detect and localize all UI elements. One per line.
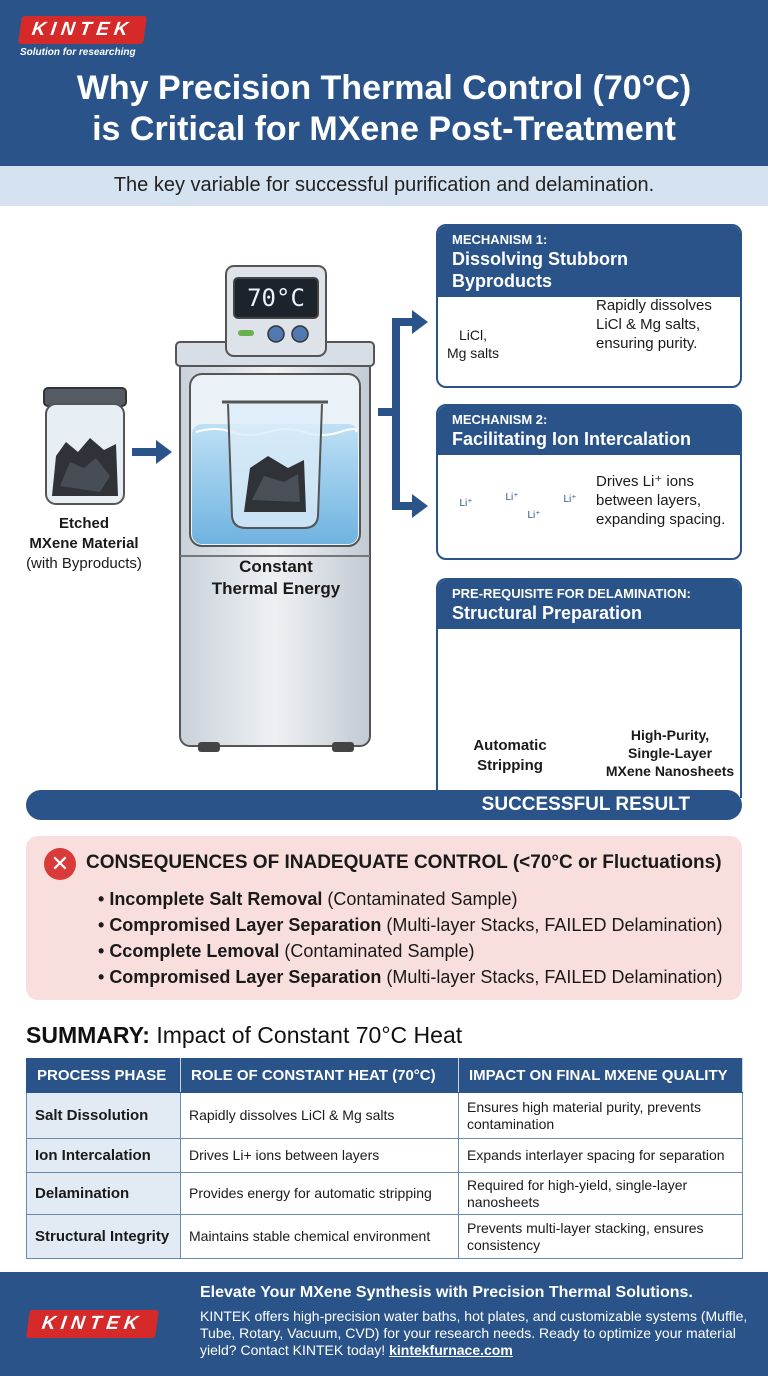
mechanism-1-card: MECHANISM 1: Dissolving Stubborn Byprodu… <box>436 224 742 388</box>
summary-table: PROCESS PHASE ROLE OF CONSTANT HEAT (70°… <box>26 1058 743 1259</box>
list-item: Ccomplete Lemoval (Contaminated Sample) <box>98 938 723 964</box>
mechanism-2-description: Drives Li⁺ ions between layers, expandin… <box>596 473 726 528</box>
table-row: Structural Integrity Maintains stable ch… <box>26 1214 743 1259</box>
mxene-jar-icon <box>43 387 127 505</box>
bath-label: Constant Thermal Energy <box>211 557 341 598</box>
column-header: PROCESS PHASE <box>26 1058 181 1093</box>
list-item: Incomplete Salt Removal (Contaminated Sa… <box>98 886 723 912</box>
website-link[interactable]: kintekfurnace.com <box>389 1342 513 1358</box>
page-title: Why Precision Thermal Control (70°C) is … <box>0 68 768 150</box>
mechanism-1-header: MECHANISM 1: Dissolving Stubborn Byprodu… <box>438 226 740 297</box>
salt-label: LiCl, Mg salts <box>446 327 500 361</box>
ion-label-4: Li⁺ <box>563 494 577 505</box>
mechanism-1-description: Rapidly dissolves LiCl & Mg salts, ensur… <box>596 297 712 352</box>
consequences-title: CONSEQUENCES OF INADEQUATE CONTROL (<70°… <box>86 852 722 873</box>
header-banner: KINTEK Solution for researching Why Prec… <box>0 0 768 166</box>
footer-kintek-logo[interactable]: KINTEK <box>26 1310 159 1338</box>
mechanism-2-header: MECHANISM 2: Facilitating Ion Intercalat… <box>438 406 740 455</box>
consequences-list: Incomplete Salt Removal (Contaminated Sa… <box>98 886 723 990</box>
logo-wordmark: KINTEK <box>18 16 147 44</box>
successful-result-banner: SUCCESSFUL RESULT <box>26 790 742 820</box>
arrow-right-icon <box>132 440 172 464</box>
footer-banner: KINTEK Elevate Your MXene Synthesis with… <box>0 1272 768 1376</box>
subtitle-bar <box>0 166 768 206</box>
ion-label-2: Li⁺ <box>505 492 519 503</box>
mechanism-2-card: MECHANISM 2: Facilitating Ion Intercalat… <box>436 404 742 560</box>
list-item: Compromised Layer Separation (Multi-laye… <box>98 912 722 938</box>
column-header: ROLE OF CONSTANT HEAT (70°C) <box>180 1058 459 1093</box>
input-material-label: Etched MXene Material (with Byproducts) <box>26 515 142 572</box>
table-header-row: PROCESS PHASE ROLE OF CONSTANT HEAT (70°… <box>26 1058 743 1093</box>
stripping-label: Automatic Stripping <box>473 737 547 774</box>
page-subtitle: The key variable for successful purifica… <box>113 174 655 196</box>
table-row: Ion Intercalation Drives Li+ ions betwee… <box>26 1138 743 1173</box>
summary-title: SUMMARY: Impact of Constant 70°C Heat <box>26 1022 463 1048</box>
footer-title: Elevate Your MXene Synthesis with Precis… <box>200 1284 693 1301</box>
temperature-display: 70°C <box>247 284 305 312</box>
process-diagram: 70°C Etched MXene Material (with Byprodu… <box>0 206 768 826</box>
column-header: IMPACT ON FINAL MXENE QUALITY <box>458 1058 743 1093</box>
logo-tagline: Solution for researching <box>20 47 136 58</box>
mechanism-3-header: PRE-REQUISITE FOR DELAMINATION: Structur… <box>438 580 740 629</box>
connector-arrows <box>378 310 428 518</box>
mechanism-3-card: PRE-REQUISITE FOR DELAMINATION: Structur… <box>436 578 742 798</box>
title-line-1: Why Precision Thermal Control (70°C) <box>76 69 692 107</box>
footer-text: KINTEK offers high-precision water baths… <box>200 1308 748 1358</box>
title-line-2: is Critical for MXene Post-Treatment <box>92 110 676 148</box>
ion-label-3: Li⁺ <box>527 510 541 521</box>
list-item: Compromised Layer Separation (Multi-laye… <box>98 964 722 990</box>
nanosheets-label: High-Purity, Single-Layer MXene Nanoshee… <box>605 727 735 779</box>
table-row: Salt Dissolution Rapidly dissolves LiCl … <box>26 1092 743 1139</box>
error-icon: ✕ <box>44 848 76 880</box>
kintek-logo[interactable]: KINTEK Solution for researching <box>18 16 147 58</box>
water-bath-icon <box>175 341 375 752</box>
ion-label-1: Li⁺ <box>459 498 473 509</box>
table-row: Delamination Provides energy for automat… <box>26 1172 743 1215</box>
temperature-controller-icon <box>225 265 327 357</box>
consequences-panel: ✕ CONSEQUENCES OF INADEQUATE CONTROL (<7… <box>26 836 742 1000</box>
